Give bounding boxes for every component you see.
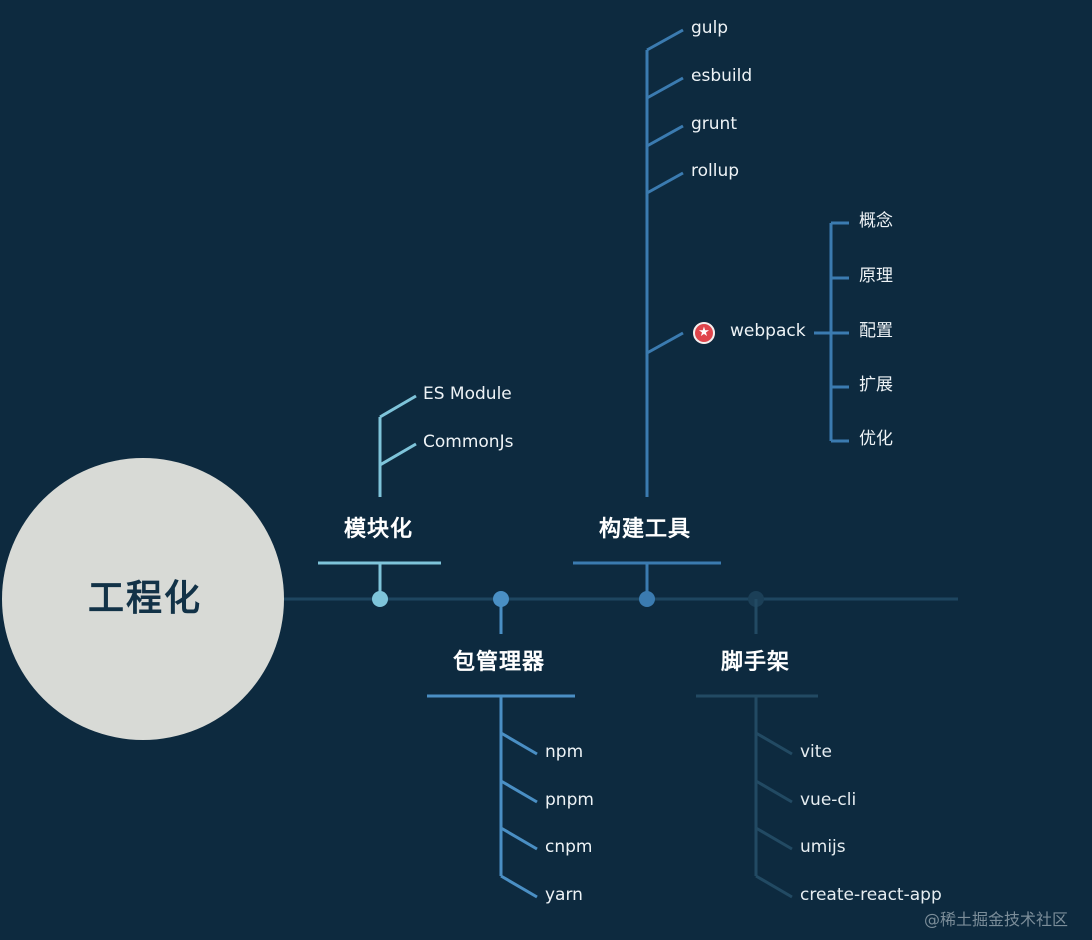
branch-label-package[interactable]: 包管理器 (453, 650, 546, 675)
leaf-create-react-app[interactable]: create-react-app (800, 885, 942, 905)
leaf-grunt[interactable]: grunt (691, 114, 737, 134)
leaf-esbuild[interactable]: esbuild (691, 66, 753, 86)
star-icon: ★ (693, 322, 715, 344)
leaf-vue-cli[interactable]: vue-cli (800, 790, 857, 810)
scaffold-branch-lines (696, 591, 818, 899)
webpack-item-config[interactable]: 配置 (859, 321, 893, 341)
package-branch-lines (427, 591, 575, 899)
webpack-item-optimize[interactable]: 优化 (859, 429, 893, 449)
branch-label-build[interactable]: 构建工具 (599, 517, 692, 542)
root-node-circle[interactable] (2, 458, 284, 740)
leaf-gulp[interactable]: gulp (691, 18, 729, 38)
leaf-rollup[interactable]: rollup (691, 161, 740, 181)
build-branch-lines (573, 28, 849, 607)
leaf-yarn[interactable]: yarn (545, 885, 583, 905)
webpack-item-extend[interactable]: 扩展 (859, 375, 893, 395)
modular-branch-lines (318, 394, 441, 607)
leaf-vite[interactable]: vite (800, 742, 832, 762)
branch-label-modular[interactable]: 模块化 (344, 517, 414, 542)
leaf-es-module[interactable]: ES Module (423, 384, 512, 404)
leaf-commonjs[interactable]: CommonJs (423, 432, 514, 452)
webpack-item-concept[interactable]: 概念 (859, 211, 893, 231)
leaf-cnpm[interactable]: cnpm (545, 837, 593, 857)
webpack-item-principle[interactable]: 原理 (859, 266, 893, 286)
branch-label-scaffold[interactable]: 脚手架 (721, 650, 791, 675)
leaf-npm[interactable]: npm (545, 742, 584, 762)
root-node-label: 工程化 (88, 578, 203, 619)
watermark: @稀土掘金技术社区 (924, 910, 1069, 929)
leaf-umijs[interactable]: umijs (800, 837, 846, 857)
leaf-pnpm[interactable]: pnpm (545, 790, 594, 810)
leaf-webpack[interactable]: webpack (730, 321, 806, 341)
